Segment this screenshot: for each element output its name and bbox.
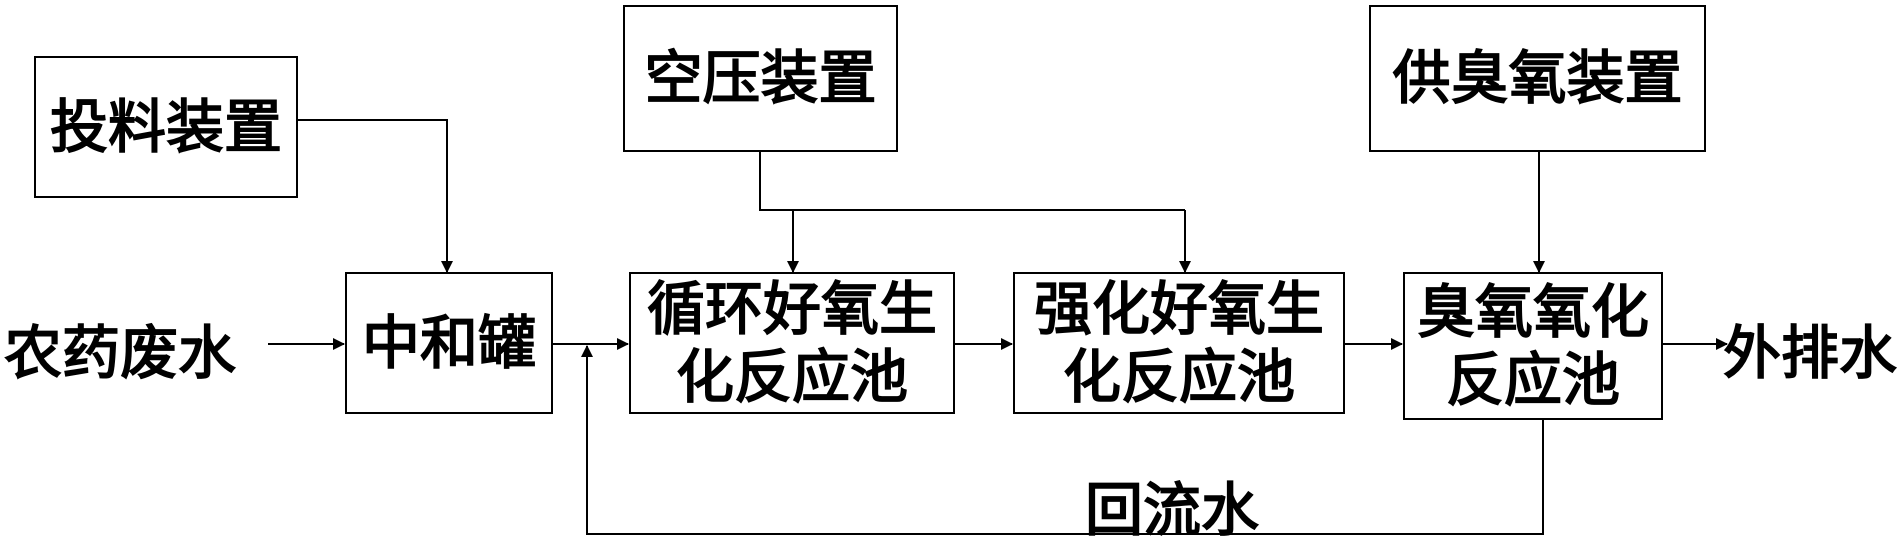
- neutralization-tank-label: 中和罐: [361, 308, 536, 377]
- ozone-supply-box: 供臭氧装置: [1369, 5, 1706, 152]
- air-compressor-label: 空压装置: [644, 44, 877, 113]
- circulating-aerobic-tank-label: 循环好氧生 化反应池: [646, 274, 937, 411]
- ozone-oxidation-tank-label: 臭氧氧化 反应池: [1416, 277, 1649, 414]
- output-label: 外排水: [1723, 319, 1897, 387]
- circulating-aerobic-tank-box: 循环好氧生 化反应池: [629, 272, 955, 414]
- air-compressor-box: 空压装置: [623, 5, 898, 152]
- ozone-supply-label: 供臭氧装置: [1392, 44, 1683, 113]
- arrow-return-flow: [581, 345, 1544, 535]
- enhanced-aerobic-tank-box: 强化好氧生 化反应池: [1013, 272, 1345, 414]
- line-air-compressor-branch: [759, 152, 1185, 211]
- feeding-device-label: 投料装置: [49, 92, 282, 161]
- ozone-oxidation-tank-box: 臭氧氧化 反应池: [1403, 272, 1663, 420]
- input-label: 农药废水: [4, 319, 237, 387]
- neutralization-tank-box: 中和罐: [345, 272, 553, 414]
- enhanced-aerobic-tank-label: 强化好氧生 化反应池: [1033, 274, 1324, 411]
- feeding-device-box: 投料装置: [34, 56, 298, 198]
- return-flow-label: 回流水: [1085, 476, 1260, 544]
- arrow-feeding-to-neutralization: [298, 119, 453, 273]
